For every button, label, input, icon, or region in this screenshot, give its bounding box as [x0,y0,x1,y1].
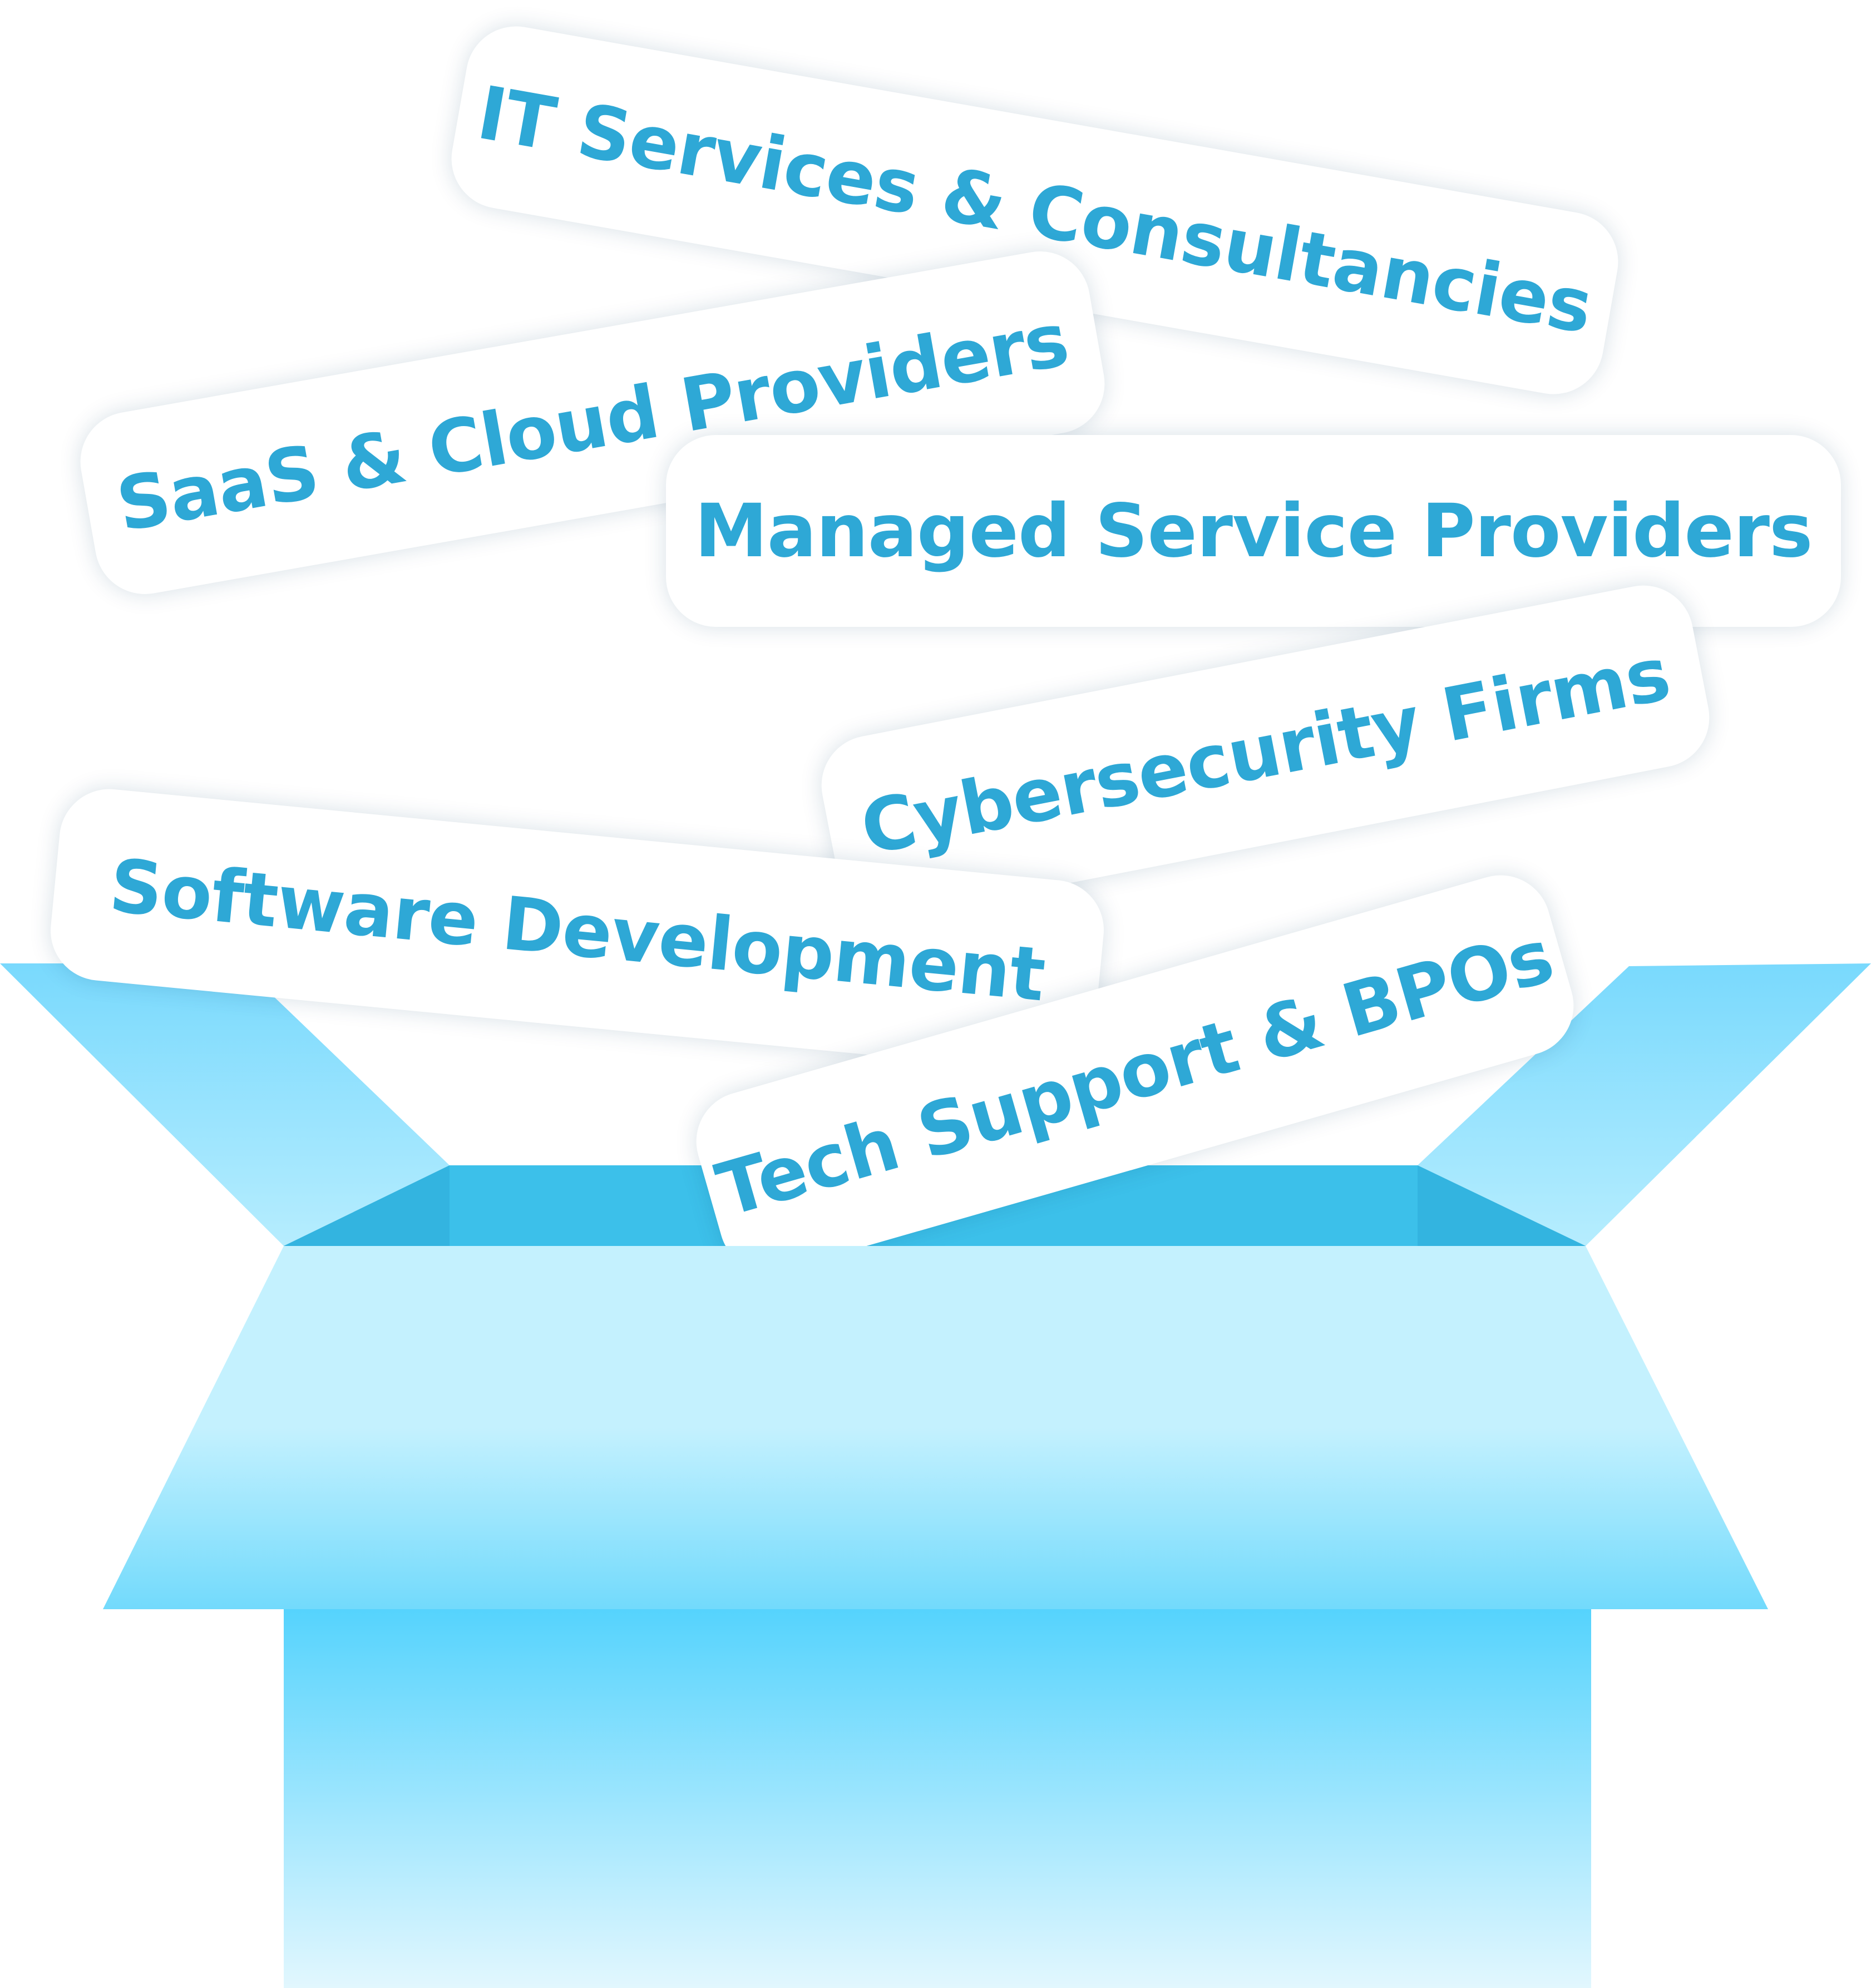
box-front-panel [284,1609,1591,1988]
box-front-lid [103,1246,1768,1609]
box-interior-shadow-right [1418,1165,1586,1246]
label-managed-services: Managed Service Providers [694,488,1813,574]
box-interior-shadow-left [284,1165,450,1246]
right-back-flap [1418,963,1871,1246]
left-back-flap [0,963,450,1246]
